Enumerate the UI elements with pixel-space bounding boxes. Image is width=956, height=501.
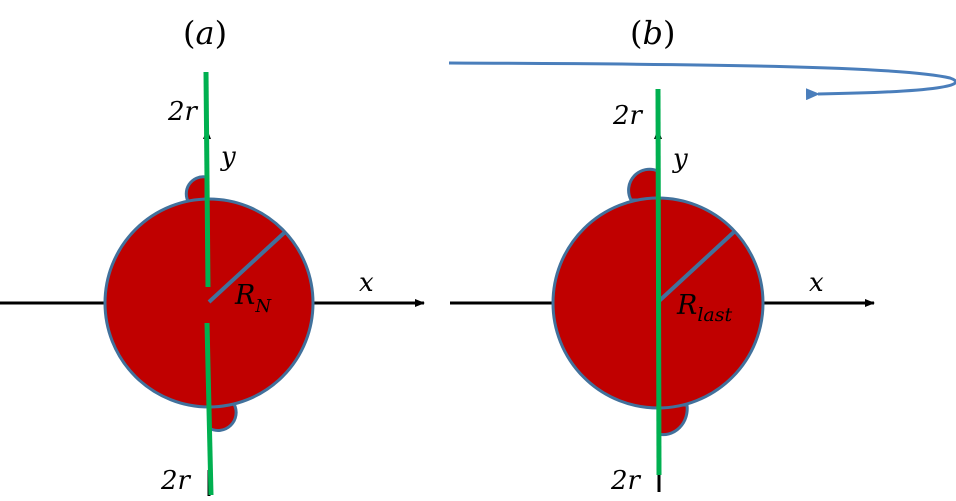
panel-b-green-line [655,88,662,476]
panel-b-bottom-width-label: 2r [610,466,642,496]
panel-a-radius-line [207,231,286,304]
panel-a-y-label: y [220,142,236,172]
panel-a-radius-label: RN [234,280,272,317]
panel-b-small-disk-bottom [656,403,689,437]
panel-b-top-width-label: 2r [612,101,644,131]
panel-a-radius-subscript: N [254,296,272,317]
panel-b-rotation-arrow [448,61,956,101]
panel-b-y-label: y [672,144,688,174]
panel-b-label: (b) [630,14,675,52]
panel-b-radius-symbol: R [676,290,697,321]
panel-b-radius-line [656,229,737,304]
panel-a-bottom-width-label: 2r [160,466,192,496]
panel-b-letter: b [642,14,662,52]
panel-a-green-line-top [203,71,211,288]
panel-a-close-paren: ) [215,14,227,52]
panel-a-letter: a [195,14,214,52]
panel-a: (a) 2r y x RN 2r [0,14,425,496]
panel-b-radius-subscript: last [697,304,732,326]
panel-b: (b) 2r y x Rlast 2r [448,14,956,496]
panel-b-open-paren: ( [630,14,642,52]
panel-a-x-label: x [359,268,374,298]
panel-a-green-line-bottom [204,322,214,496]
panel-a-label: (a) [183,14,227,52]
panel-b-close-paren: ) [663,14,675,52]
panel-b-radius-label: Rlast [676,290,732,326]
panel-a-top-width-label: 2r [167,97,199,127]
panel-a-open-paren: ( [183,14,195,52]
panel-a-small-disk-bottom [207,402,238,432]
panel-b-small-disk-top [627,167,660,202]
panel-b-x-label: x [809,268,824,298]
panel-a-radius-symbol: R [234,280,255,311]
